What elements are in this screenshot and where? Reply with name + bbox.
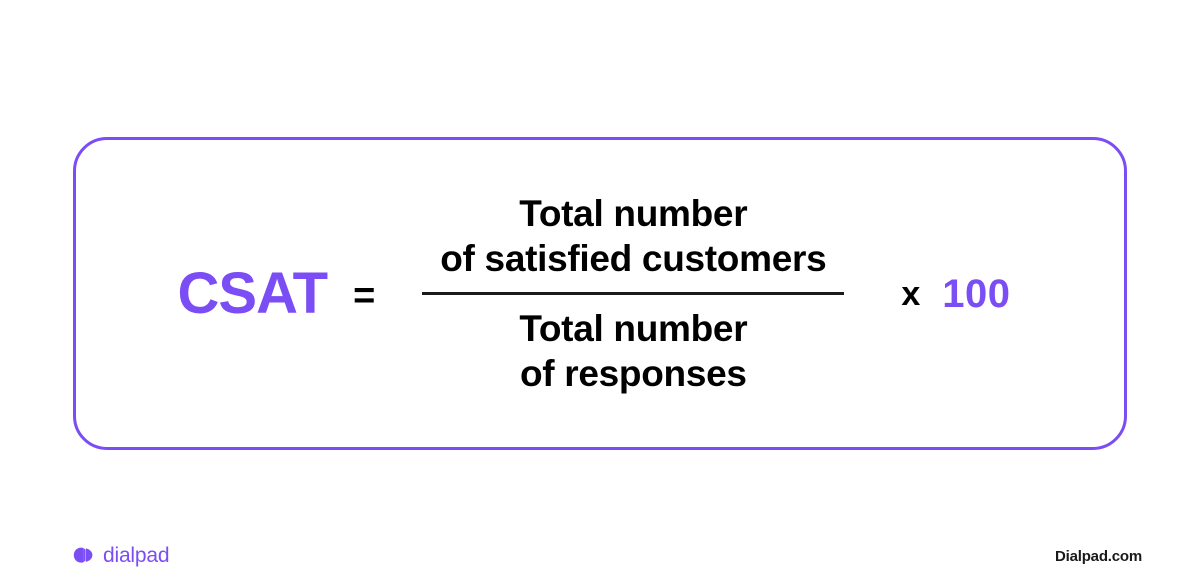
- equation-row: CSAT = Total number of satisfied custome…: [178, 191, 1011, 397]
- fraction-numerator: Total number of satisfied customers: [440, 191, 826, 281]
- denominator-line-1: Total number: [519, 308, 748, 349]
- multiplier-value: 100: [942, 271, 1011, 316]
- metric-label-csat: CSAT: [177, 260, 329, 326]
- brand-logo: dialpad: [73, 544, 170, 567]
- fraction-denominator: Total number of responses: [519, 306, 747, 396]
- numerator-line-1: Total number: [519, 192, 748, 234]
- multiply-sign: x: [901, 274, 921, 313]
- brand-wordmark: dialpad: [103, 544, 170, 567]
- multiplier-group: x 100: [901, 274, 1010, 314]
- denominator-line-2: of responses: [519, 353, 747, 395]
- site-url: Dialpad.com: [1055, 548, 1142, 565]
- formula-card: CSAT = Total number of satisfied custome…: [73, 137, 1127, 450]
- equals-sign: =: [353, 274, 376, 317]
- numerator-line-2: of satisfied customers: [440, 237, 827, 279]
- fraction-bar: [422, 292, 845, 295]
- dialpad-speech-bubble-logo-icon: [73, 547, 93, 563]
- fraction: Total number of satisfied customers Tota…: [413, 191, 853, 397]
- csat-formula: CSAT = Total number of satisfied custome…: [76, 140, 1124, 447]
